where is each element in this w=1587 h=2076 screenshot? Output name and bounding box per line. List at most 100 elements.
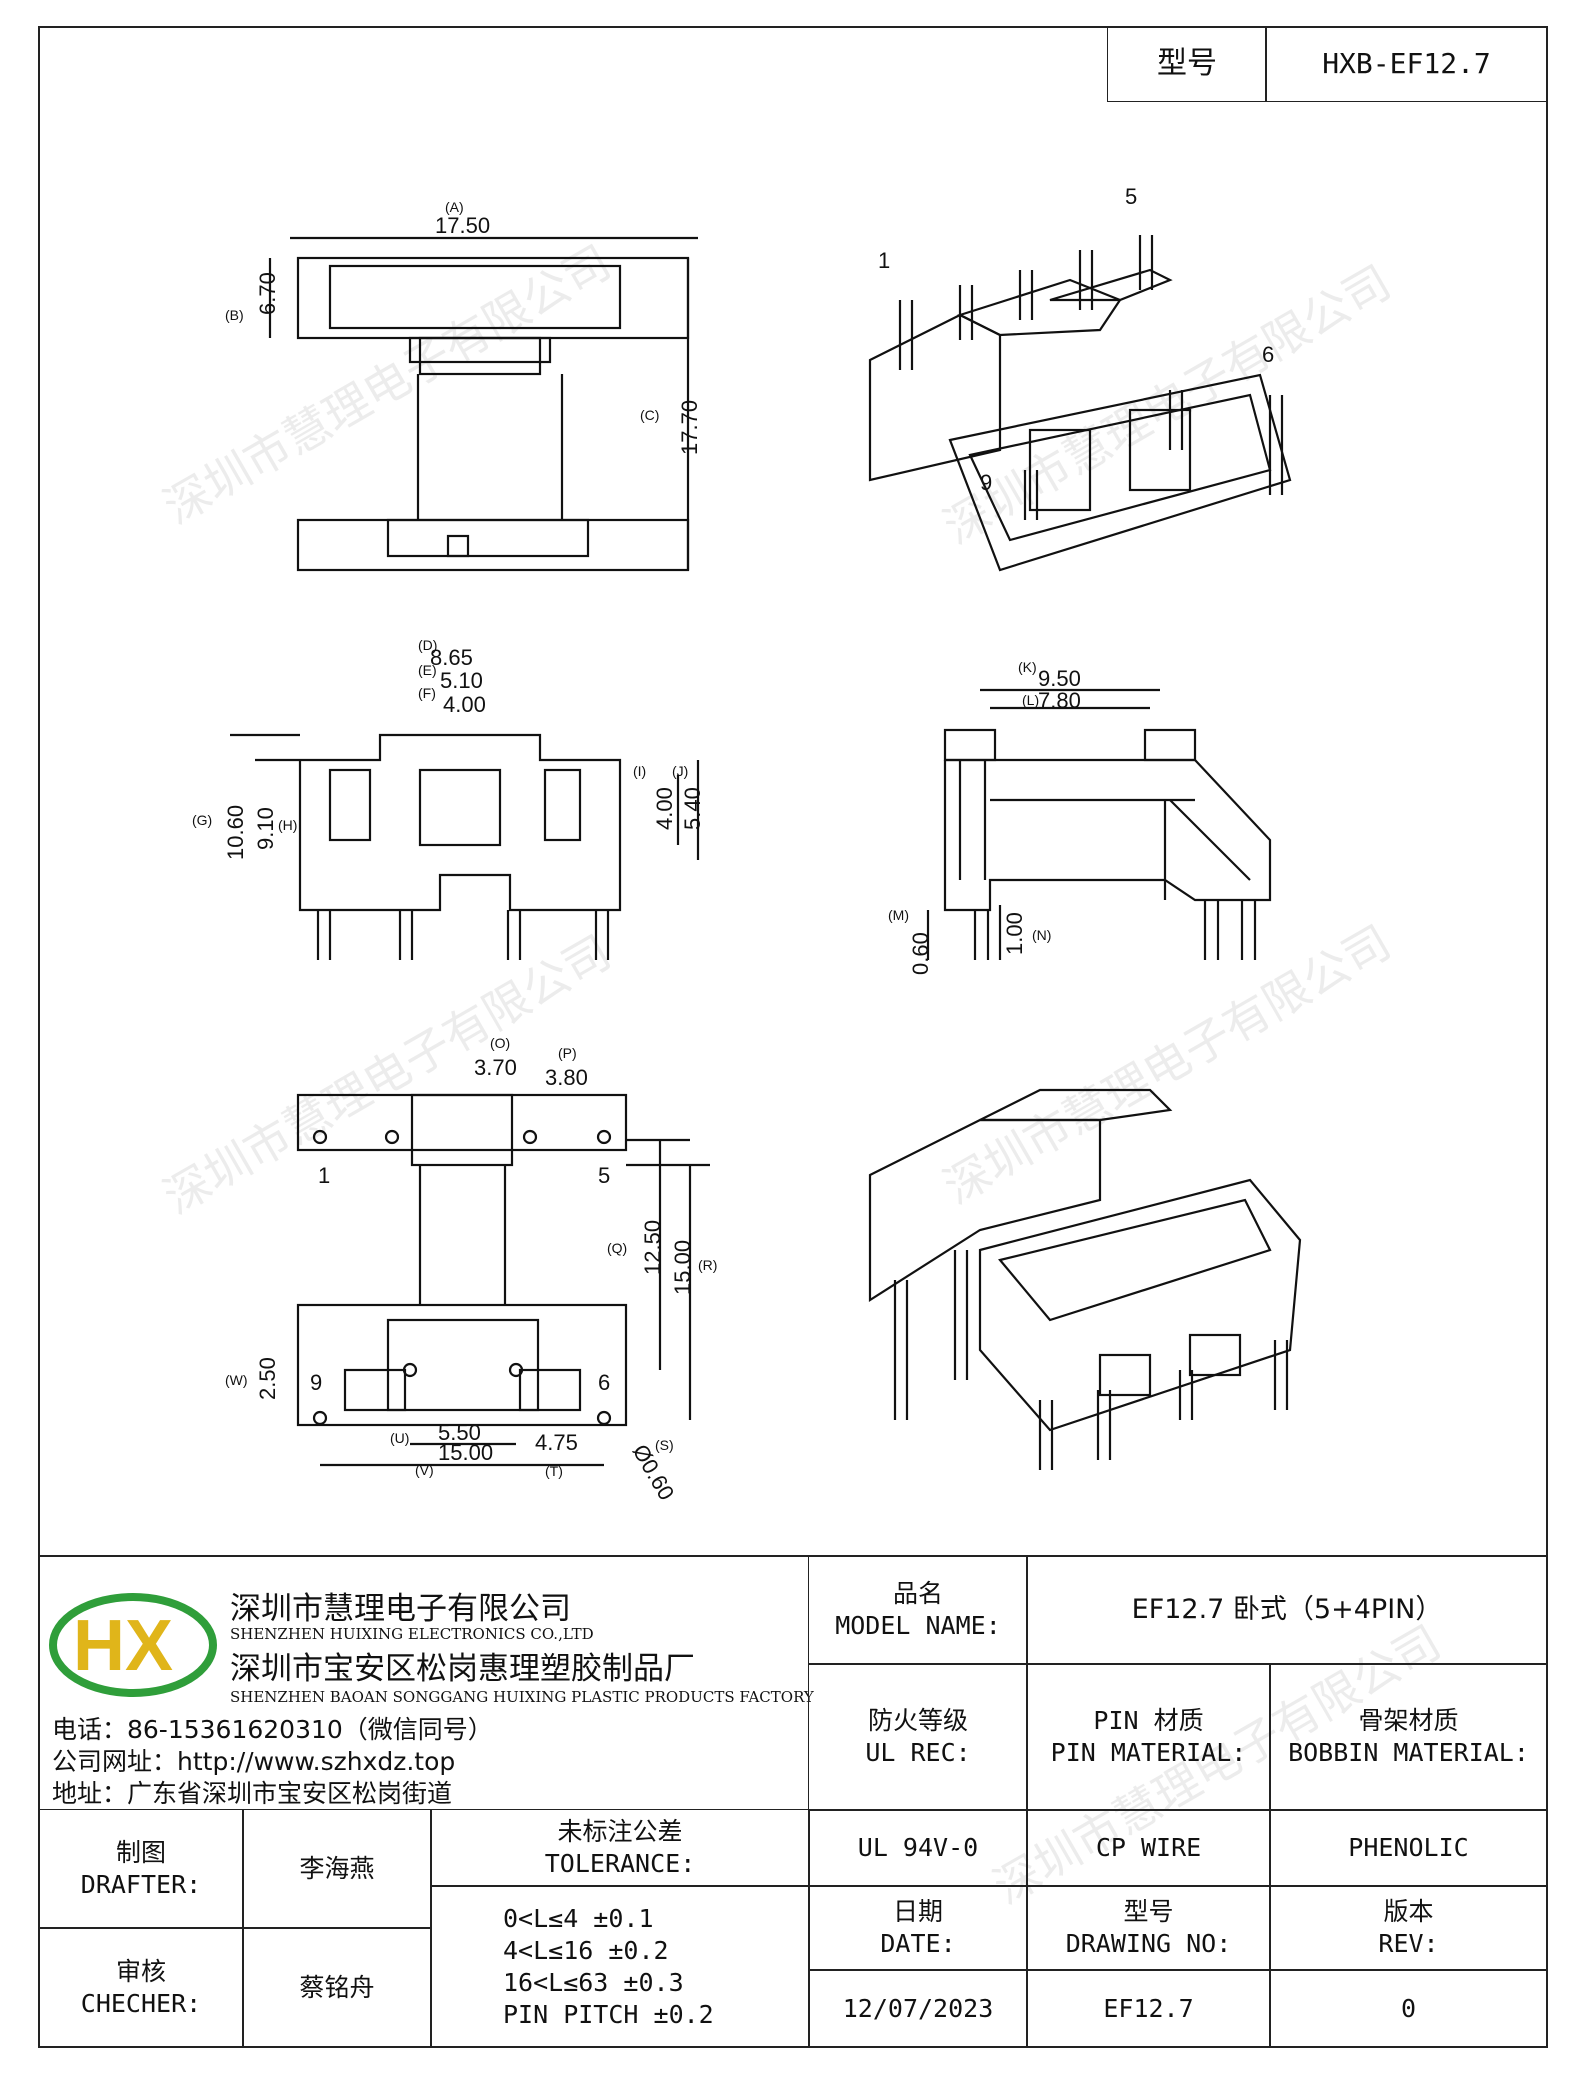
dim-S-letter: (S) [655, 1437, 674, 1453]
checker-label: 审核 CHECHER: [38, 1927, 244, 2048]
drafter-name-text: 李海燕 [299, 1854, 375, 1883]
date-label: 日期 DATE: [808, 1885, 1028, 1971]
dim-A-letter: (A) [445, 199, 464, 215]
fire-value-text: UL 94V-0 [857, 1833, 979, 1862]
dim-B-letter: (B) [225, 307, 244, 323]
dim-Q: 12.50 [640, 1220, 665, 1275]
factory-name-en: SHENZHEN BAOAN SONGGANG HUIXING PLASTIC … [230, 1688, 814, 1706]
company-name-cn: 深圳市慧理电子有限公司 [230, 1591, 571, 1627]
dim-V-letter: (V) [415, 1462, 434, 1478]
dim-G: 10.60 [223, 805, 248, 860]
drawing-no-label-cn: 型号 [1123, 1897, 1174, 1926]
dim-B: 6.70 [255, 272, 280, 315]
tolerance-row: 0<L≤4 ±0.1 [503, 1903, 654, 1933]
end-view [926, 688, 1272, 960]
fire-label-en: UL REC: [865, 1738, 971, 1767]
date-label-cn: 日期 [892, 1897, 943, 1926]
dim-J: 5.40 [680, 787, 705, 830]
bobbin-label-en: BOBBIN MATERIAL: [1288, 1738, 1529, 1767]
tolerance-row: PIN PITCH ±0.2 [503, 1999, 714, 2029]
drawing-no-label-en: DRAWING NO: [1065, 1929, 1232, 1958]
dim-J-letter: (J) [672, 763, 688, 779]
pin-label-cn: PIN 材质 [1093, 1706, 1204, 1735]
drafter-label-cn: 制图 [115, 1838, 166, 1867]
pin-label: 1 [878, 248, 890, 273]
logo-text: HX [73, 1606, 173, 1686]
dim-N: 1.00 [1002, 912, 1027, 955]
fire-label-cn: 防火等级 [867, 1706, 968, 1735]
dim-R-letter: (R) [698, 1257, 717, 1273]
pin-label: 9 [310, 1370, 322, 1395]
model-name-label: 品名 MODEL NAME: [808, 1555, 1028, 1665]
dim-W-letter: (W) [225, 1372, 248, 1388]
fire-label: 防火等级 UL REC: [808, 1663, 1028, 1811]
checker-name: 蔡铭舟 [242, 1927, 432, 2048]
drawing-no-value: EF12.7 [1026, 1969, 1271, 2048]
tolerance-label-en: TOLERANCE: [544, 1849, 696, 1878]
fire-value: UL 94V-0 [808, 1809, 1028, 1887]
dim-E: 5.10 [440, 668, 483, 693]
pin-label: 6 [1262, 342, 1274, 367]
rev-value: 0 [1269, 1969, 1548, 2048]
dim-I: 4.00 [652, 787, 677, 830]
dim-O: 3.70 [474, 1055, 517, 1080]
date-value-text: 12/07/2023 [842, 1993, 994, 2023]
drafter-name: 李海燕 [242, 1809, 432, 1929]
dim-A: 17.50 [435, 213, 490, 238]
dim-P: 3.80 [545, 1065, 588, 1090]
model-name-value: EF12.7 卧式（5+4PIN） [1026, 1555, 1548, 1665]
company-address: 地址：广东省深圳市宝安区松岗街道 [52, 1779, 453, 1808]
dim-D: 8.65 [430, 645, 473, 670]
dim-V: 15.00 [438, 1440, 493, 1465]
bobbin-value: PHENOLIC [1269, 1809, 1548, 1887]
model-name-value-text: EF12.7 卧式（5+4PIN） [1131, 1594, 1443, 1625]
header-model-value-text: HXB-EF12.7 [1322, 47, 1491, 80]
pin-label: 6 [598, 1370, 610, 1395]
bottom-view [296, 1093, 710, 1467]
rev-label-en: REV: [1378, 1929, 1439, 1958]
rev-label-cn: 版本 [1383, 1897, 1434, 1926]
bobbin-value-text: PHENOLIC [1348, 1833, 1469, 1862]
model-name-label-en: MODEL NAME: [835, 1611, 1001, 1640]
factory-name-cn: 深圳市宝安区松岗惠理塑胶制品厂 [230, 1651, 695, 1687]
header-model-label: 型号 [1107, 26, 1267, 102]
dim-K-letter: (K) [1018, 659, 1037, 675]
dim-T-letter: (T) [545, 1463, 563, 1479]
checker-name-text: 蔡铭舟 [299, 1972, 375, 2002]
company-phone: 电话：86-15361620310（微信同号） [52, 1715, 493, 1744]
checker-label-cn: 审核 [115, 1956, 166, 1986]
dim-O-letter: (O) [490, 1035, 510, 1051]
dim-H-letter: (H) [278, 817, 297, 833]
tolerance-label: 未标注公差 TOLERANCE: [430, 1809, 810, 1887]
bobbin-label-cn: 骨架材质 [1358, 1706, 1459, 1735]
pin-material-label: PIN 材质 PIN MATERIAL: [1026, 1663, 1271, 1811]
checker-label-en: CHECHER: [80, 1988, 202, 2018]
drawing-no-label: 型号 DRAWING NO: [1026, 1885, 1271, 1971]
rev-label: 版本 REV: [1269, 1885, 1548, 1971]
dim-G-letter: (G) [192, 812, 212, 828]
pin-value-text: CP WIRE [1095, 1833, 1202, 1862]
dim-N-letter: (N) [1032, 927, 1051, 943]
dim-M-letter: (M) [888, 907, 909, 923]
isometric-view-bottom [868, 1088, 1302, 1470]
company-logo: HX [49, 1593, 217, 1697]
date-value: 12/07/2023 [808, 1969, 1028, 2048]
date-label-en: DATE: [880, 1929, 956, 1958]
tolerance-values: 0<L≤4 ±0.1 4<L≤16 ±0.2 16<L≤63 ±0.3 PIN … [430, 1885, 810, 2048]
front-view [268, 236, 698, 572]
dim-R: 15.00 [670, 1240, 695, 1295]
title-block-border [38, 1555, 1548, 1557]
dim-W: 2.50 [255, 1357, 280, 1400]
header-model-value: HXB-EF12.7 [1265, 26, 1548, 102]
dim-L-letter: (L) [1022, 692, 1039, 708]
dim-P-letter: (P) [558, 1045, 577, 1061]
company-name-en: SHENZHEN HUIXING ELECTRONICS CO.,LTD [230, 1625, 594, 1643]
dim-H: 9.10 [253, 807, 278, 850]
drafter-label: 制图 DRAFTER: [38, 1809, 244, 1929]
pin-label: 5 [598, 1163, 610, 1188]
dim-C: 17.70 [677, 400, 702, 455]
dim-L: 7.80 [1038, 688, 1081, 713]
tolerance-row: 16<L≤63 ±0.3 [503, 1967, 684, 1997]
dim-E-letter: (E) [418, 662, 437, 678]
dim-U: 5.50 [438, 1420, 481, 1445]
